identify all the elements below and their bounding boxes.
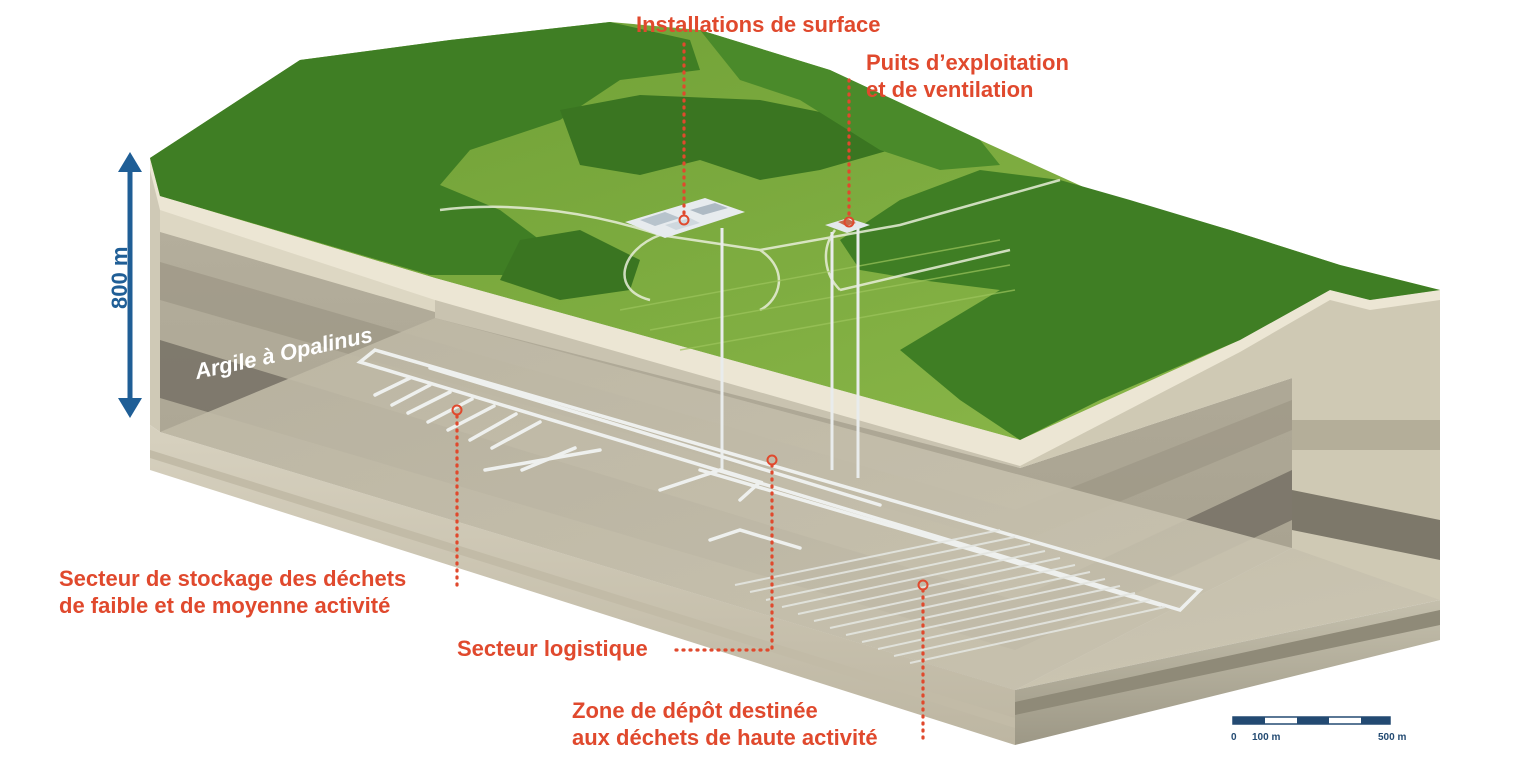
label-hla-zone: Zone de dépôt destinée aux déchets de ha… <box>572 698 878 750</box>
right-cut-strata <box>1292 420 1440 450</box>
right-cut-dark <box>1292 490 1440 560</box>
depth-label: 800 m <box>107 246 132 309</box>
label-shafts: Puits d’exploitation et de ventilation <box>866 50 1069 102</box>
floor-plane <box>160 318 1292 690</box>
right-face-strata <box>1015 610 1440 715</box>
forest-left <box>150 22 700 275</box>
leader-markers <box>451 214 929 591</box>
left-face <box>150 158 160 432</box>
soil-rim <box>150 158 1020 466</box>
scale-tick-100: 100 m <box>1252 732 1281 743</box>
leader-lines <box>455 42 925 746</box>
field-lines <box>619 239 1016 351</box>
hla-drifts <box>734 529 1166 664</box>
label-surface-installations: Installations de surface <box>636 12 881 37</box>
scale-tick-0: 0 <box>1231 732 1237 743</box>
label-lma-sector: Secteur de stockage des déchets de faibl… <box>59 566 407 618</box>
depth-arrow <box>118 152 142 418</box>
tunnel-network <box>356 348 1204 612</box>
forest-mid <box>500 230 640 300</box>
surface-facility-icon <box>625 198 745 238</box>
forest-right <box>840 170 1440 440</box>
shafts <box>720 228 860 478</box>
scale-tick-500: 500 m <box>1378 732 1407 743</box>
forest-center <box>560 95 890 180</box>
label-logistics-sector: Secteur logistique <box>457 636 648 661</box>
scale-bar <box>1232 716 1391 725</box>
front-face-band <box>150 450 1015 728</box>
road-network <box>439 178 1061 312</box>
